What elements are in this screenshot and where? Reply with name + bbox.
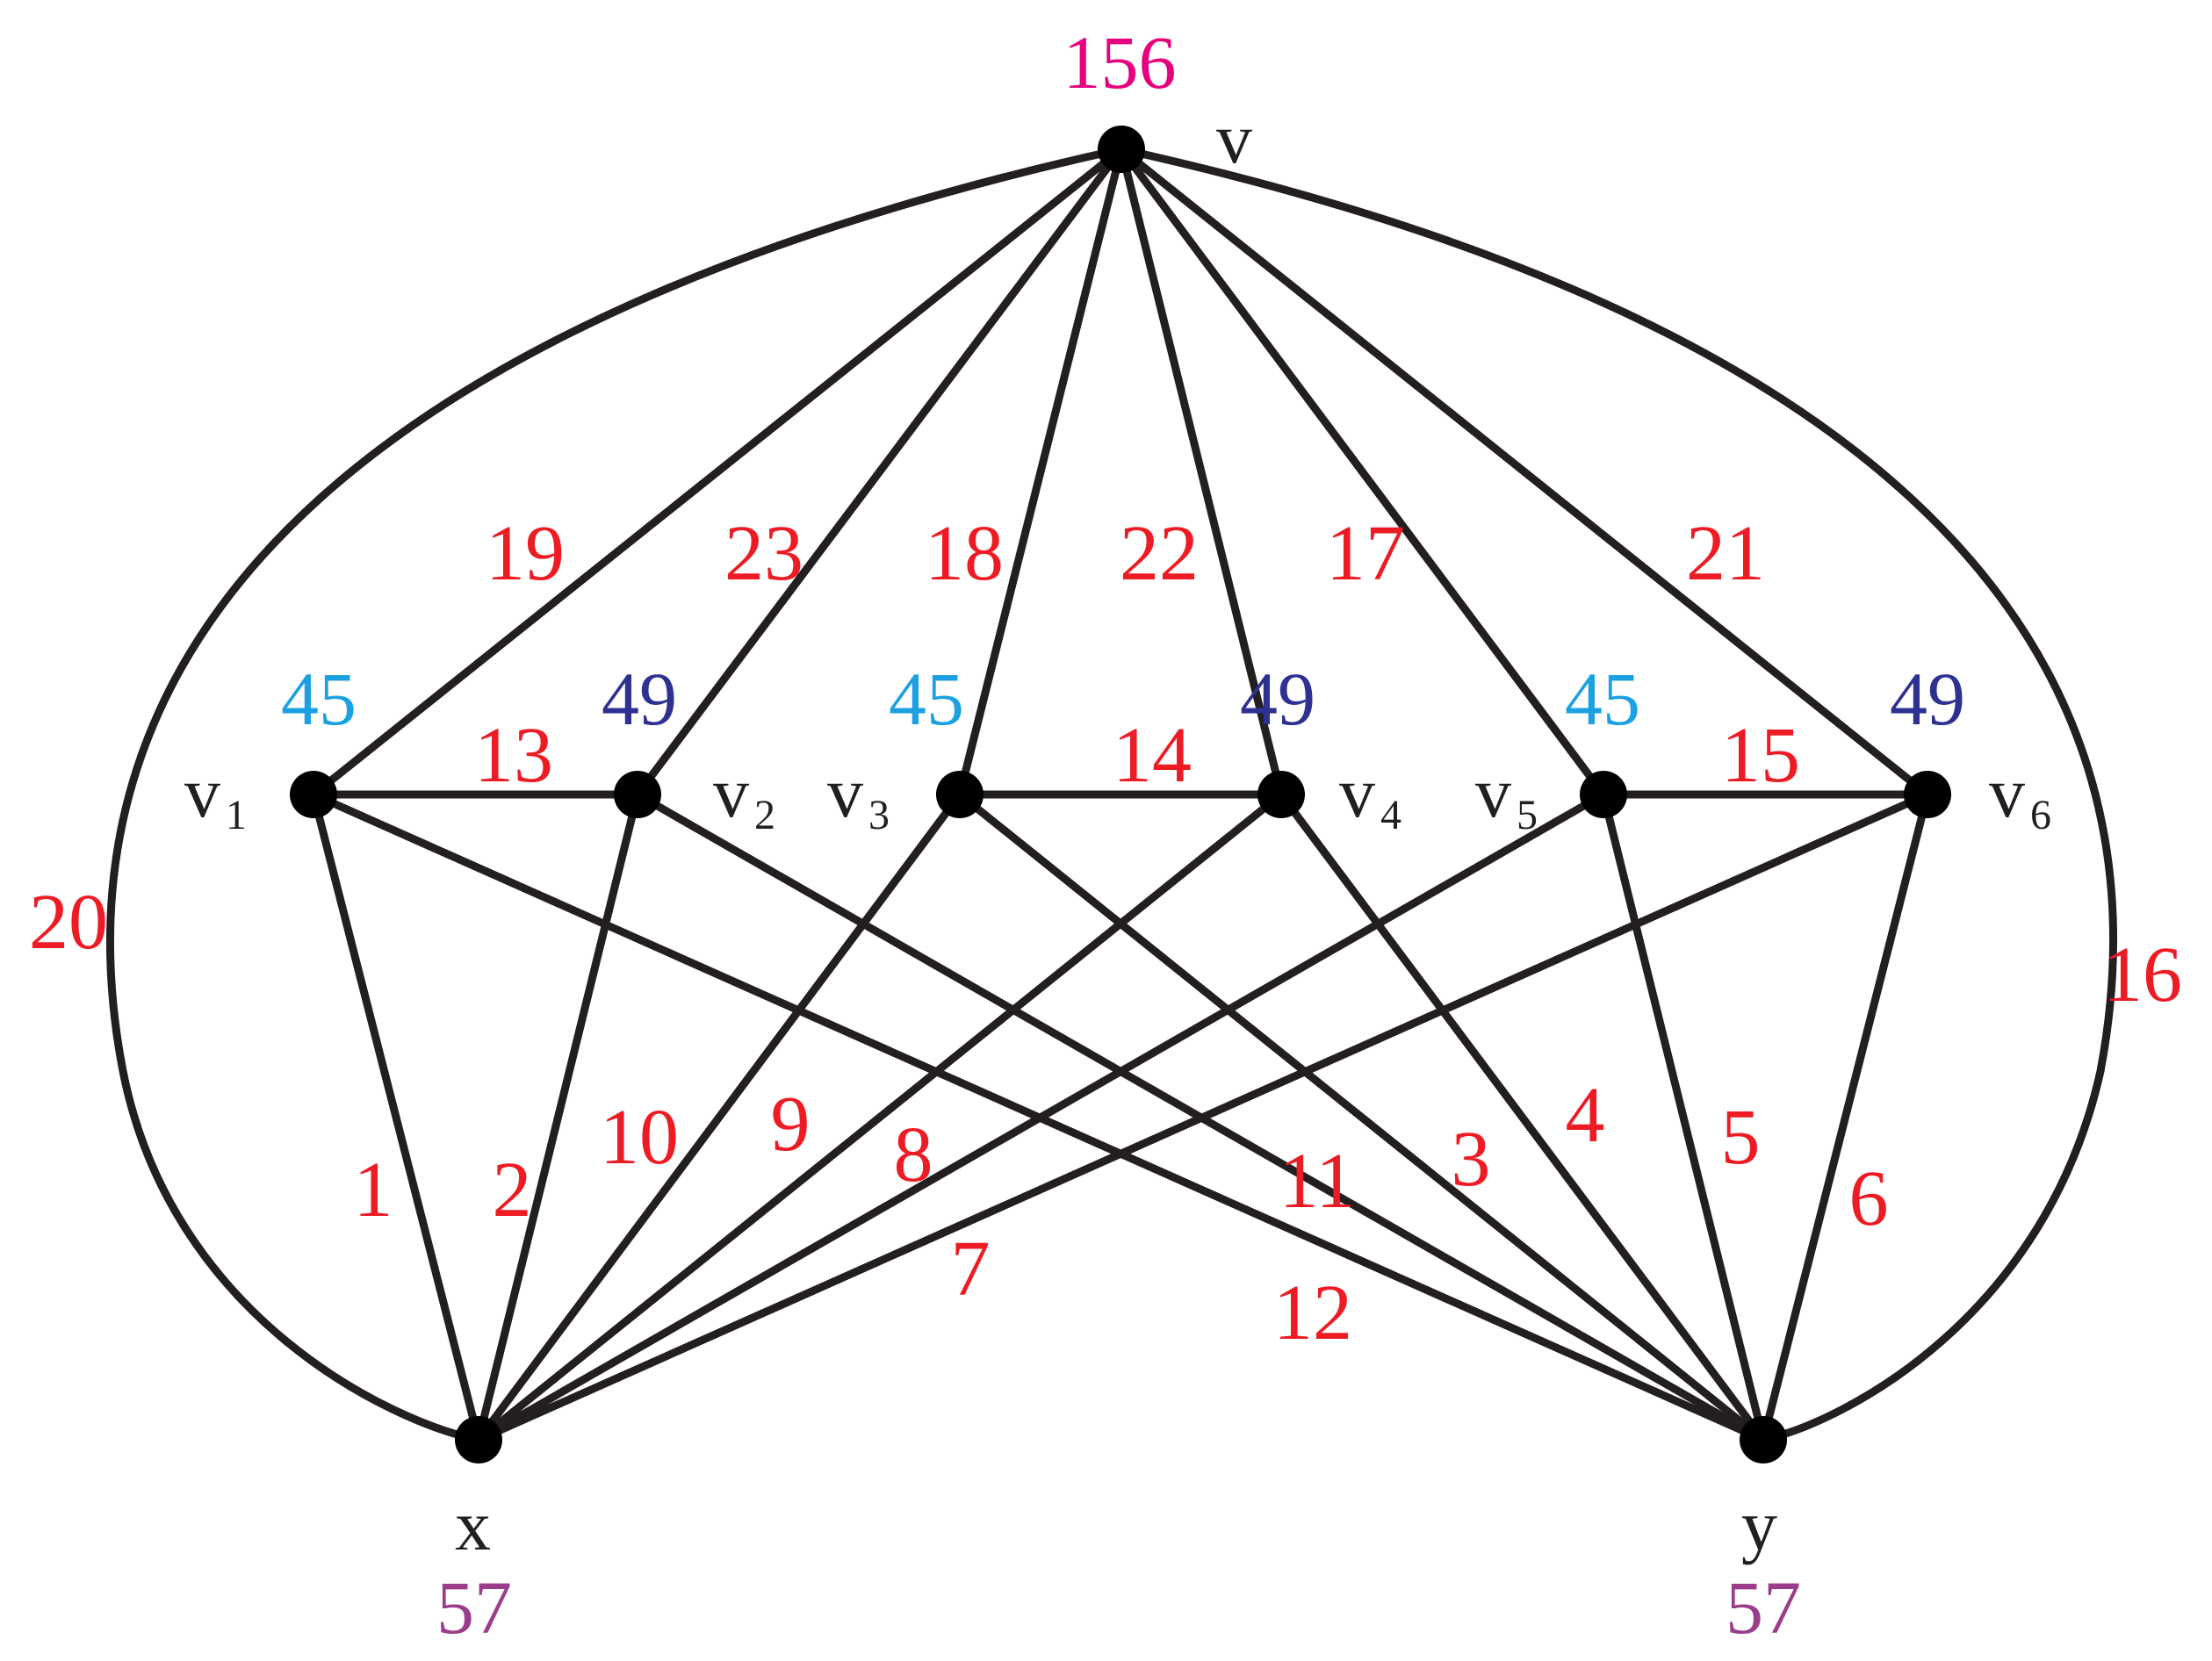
edge-label-20: 20 (29, 879, 108, 966)
vertex-weight-v3: 45 (889, 657, 964, 741)
vertex-v4 (1257, 771, 1305, 818)
vertex-name-v6: v (1989, 752, 2025, 832)
edge-v-y (1117, 145, 2117, 1444)
vertex-v5 (1580, 771, 1627, 818)
edge-v4-y (1277, 790, 1768, 1444)
edge-label-3: 3 (1452, 1116, 1491, 1203)
vertex-name-v2: v (713, 752, 749, 832)
edge-label-12: 12 (1273, 1269, 1352, 1356)
vertex-weight-v: 156 (1063, 20, 1177, 104)
edge-v-v3 (955, 145, 1126, 799)
edge-label-5: 5 (1721, 1094, 1761, 1181)
edge-v3-x (474, 790, 964, 1444)
vertex-v6 (1904, 771, 1951, 818)
vertex-weight-v4: 49 (1240, 657, 1315, 741)
edge-label-2: 2 (493, 1147, 532, 1233)
edge-label-11: 11 (1279, 1138, 1356, 1225)
edge-v-v5 (1117, 145, 1608, 799)
edge-label-17: 17 (1326, 510, 1405, 597)
edge-v4-x (474, 790, 1286, 1444)
edge-v2-x (474, 790, 642, 1444)
edge-label-15: 15 (1721, 712, 1800, 799)
edge-v-v1 (309, 145, 1126, 799)
edge-v-v6 (1117, 145, 1932, 799)
edge-label-9: 9 (771, 1081, 811, 1168)
edge-v-v4 (1117, 145, 1286, 799)
edge-label-14: 14 (1113, 712, 1192, 799)
vertex-name-v5: v (1475, 752, 1511, 832)
vertex-weight-v1: 45 (281, 657, 357, 741)
vertex-subscript-v2: 2 (754, 792, 775, 838)
edge-v2-y (633, 790, 1768, 1444)
vertex-label-v: v (1216, 98, 1252, 178)
edge-label-7: 7 (951, 1226, 991, 1312)
edge-label-23: 23 (724, 510, 803, 597)
vertex-subscript-v1: 1 (226, 792, 247, 838)
edge-label-6: 6 (1849, 1155, 1889, 1242)
vertex-weight-v5: 45 (1565, 657, 1640, 741)
vertex-v1 (290, 771, 337, 818)
vertex-v (1098, 126, 1145, 173)
edge-label-19: 19 (486, 510, 565, 597)
edge-label-13: 13 (474, 712, 553, 799)
vertex-subscript-v4: 4 (1380, 792, 1401, 838)
vertex-weight-y: 57 (1726, 1565, 1801, 1650)
vertex-v3 (936, 771, 984, 818)
edge-v1-y (309, 790, 1768, 1444)
vertex-label-x: x (455, 1485, 491, 1565)
edge-v3-y (955, 790, 1768, 1444)
edge-v1-x (309, 790, 483, 1444)
edge-label-22: 22 (1120, 510, 1199, 597)
edge-v-v2 (633, 145, 1126, 799)
edge-label-10: 10 (600, 1094, 679, 1181)
vertex-name-x: x (455, 1485, 491, 1565)
vertex-label-y: y (1741, 1485, 1777, 1565)
edge-v6-y (1759, 790, 1932, 1444)
edge-label-21: 21 (1686, 510, 1765, 597)
nodes-layer (290, 126, 1951, 1463)
vertex-name-v4: v (1339, 752, 1375, 832)
vertex-subscript-v5: 5 (1517, 792, 1538, 838)
edge-v-x (106, 145, 1126, 1444)
vertex-subscript-v6: 6 (2030, 792, 2051, 838)
vertex-weight-v6: 49 (1890, 657, 1965, 741)
vertex-subscript-v3: 3 (868, 792, 890, 838)
vertex-x (455, 1416, 502, 1463)
edge-label-18: 18 (925, 510, 1004, 597)
edge-label-1: 1 (354, 1147, 393, 1233)
vertex-name-v1: v (184, 752, 220, 832)
vertex-name-v3: v (827, 752, 863, 832)
edges-layer (106, 145, 2117, 1444)
vertex-weight-v2: 49 (602, 657, 677, 741)
vertex-y (1740, 1416, 1787, 1463)
vertex-v2 (614, 771, 661, 818)
edge-label-16: 16 (2103, 931, 2182, 1018)
vertex-name-v: v (1216, 98, 1252, 178)
edge-v5-y (1599, 790, 1768, 1444)
vertex-name-y: y (1741, 1485, 1777, 1565)
vertex-weight-x: 57 (436, 1565, 512, 1650)
edge-label-8: 8 (894, 1111, 933, 1198)
edge-label-4: 4 (1566, 1072, 1605, 1159)
